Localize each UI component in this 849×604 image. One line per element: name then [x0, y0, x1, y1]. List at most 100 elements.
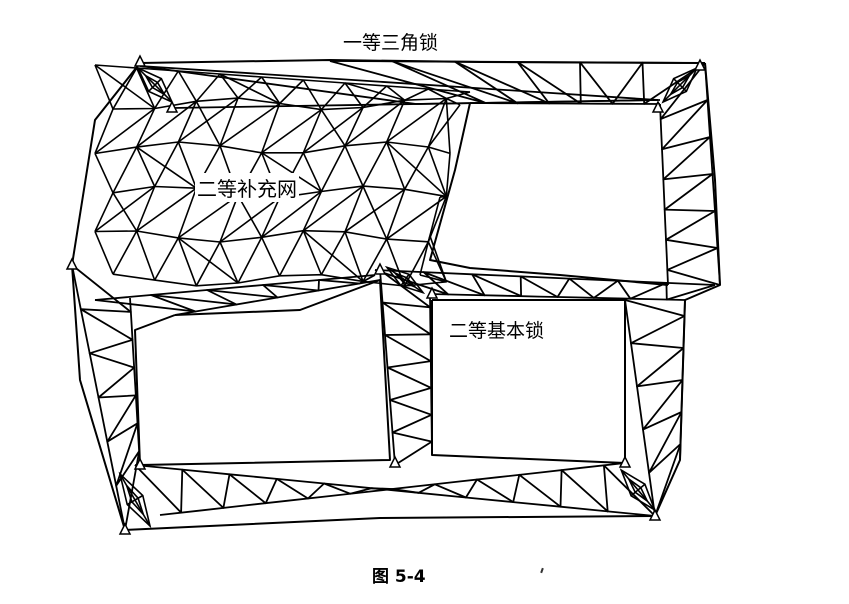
- mesh-edge: [177, 187, 198, 239]
- mesh-edge: [302, 230, 364, 282]
- mesh-edge: [386, 85, 406, 101]
- mesh-edge: [237, 76, 263, 99]
- mesh-edge: [344, 99, 406, 147]
- mesh-edge: [320, 82, 346, 111]
- mesh-edge: [112, 192, 138, 232]
- mesh-edge: [237, 195, 263, 238]
- mesh-edge: [302, 152, 323, 192]
- bottom-chain-rail-a: [134, 464, 656, 517]
- mesh-edge: [153, 237, 180, 281]
- mesh-edge: [94, 153, 114, 194]
- mesh-edge: [302, 79, 323, 111]
- mesh-edge: [427, 196, 441, 242]
- mesh-edge: [136, 100, 197, 148]
- baseline-se: [619, 468, 657, 512]
- bottom-chain-zigzag: [134, 464, 656, 517]
- mesh-edge: [386, 141, 447, 198]
- baseline-sw-outline: [118, 471, 152, 529]
- mesh-edge: [94, 192, 114, 232]
- mesh-edge: [219, 241, 239, 284]
- pt-ne: [693, 58, 707, 71]
- right-chain-rail-b: [659, 103, 669, 286]
- mesh-edge: [136, 146, 197, 189]
- mesh-edge: [177, 97, 239, 143]
- mesh-edge: [219, 195, 239, 243]
- mesh-edge: [135, 146, 156, 187]
- mesh-edge: [94, 108, 114, 154]
- baseline-sw-diagonal: [126, 494, 144, 506]
- mesh-edge: [261, 76, 281, 104]
- mesh-edge: [177, 70, 198, 102]
- mesh-edge: [344, 82, 405, 102]
- baseline-sw: [118, 471, 152, 529]
- middle-chain-west-rail-a: [94, 274, 376, 301]
- mesh-edge: [177, 237, 198, 287]
- mesh-edge: [153, 141, 180, 187]
- second-order-basic-chain-label: 二等基本锁: [449, 320, 545, 342]
- mesh-edge: [302, 185, 364, 232]
- mesh-edge: [404, 88, 429, 101]
- mesh-edge: [446, 91, 471, 100]
- right-lower-chain-rail-a: [624, 299, 656, 517]
- middle-chain-west-zigzag: [94, 274, 376, 313]
- pt-center2: [425, 286, 439, 299]
- top-chain-east-rail-b: [469, 102, 661, 105]
- mesh-edge: [279, 79, 304, 105]
- mesh-edge: [136, 187, 197, 232]
- control-point-markers: [65, 54, 707, 535]
- mesh-edge: [135, 67, 156, 109]
- mesh-edge: [195, 241, 221, 287]
- mesh-edge: [219, 97, 239, 147]
- middle-chain-east-rail-a: [374, 269, 716, 286]
- baseline-nw-diagonal: [148, 78, 162, 92]
- mesh-edge: [261, 190, 322, 238]
- mesh-edge: [94, 185, 156, 233]
- mesh-edge: [135, 108, 156, 148]
- mesh-edge: [386, 195, 447, 240]
- mesh-edge: [427, 88, 447, 100]
- mesh-edge: [237, 236, 263, 284]
- mesh-edge: [320, 109, 346, 147]
- mesh-edge: [427, 104, 461, 148]
- mesh-edge: [112, 230, 138, 275]
- outer-bottom: [124, 515, 656, 531]
- mesh-edge: [177, 101, 198, 143]
- mesh-edge: [177, 194, 239, 239]
- mesh-edge: [427, 196, 448, 243]
- mesh-edge: [344, 145, 364, 187]
- right-lower-chain-zigzag: [624, 299, 686, 517]
- right-chain-zigzag: [659, 62, 721, 286]
- baseline-se-diagonal: [630, 483, 646, 497]
- left-chain-zigzag: [71, 264, 141, 531]
- mesh-edge: [260, 236, 281, 277]
- mesh-row: [112, 97, 461, 111]
- mesh-edge: [344, 107, 364, 147]
- pt-se: [618, 455, 632, 468]
- mesh-edge: [112, 146, 138, 194]
- baseline-center: [384, 265, 426, 295]
- mesh-edge: [94, 107, 156, 155]
- mesh-edge: [362, 141, 388, 187]
- baseline-nw: [136, 66, 174, 104]
- middle-chain-east-zigzag: [374, 269, 716, 301]
- mesh-edge: [429, 235, 448, 283]
- mesh-edge: [385, 99, 406, 143]
- baseline-nw-inner: [143, 73, 167, 97]
- left-chain-rail-b: [129, 297, 141, 466]
- mesh-edge: [261, 152, 322, 193]
- outer-right: [654, 62, 721, 517]
- baseline-sw-inner: [125, 485, 145, 515]
- mesh-edge: [427, 98, 448, 148]
- figure-caption: 图 5-4: [372, 567, 426, 587]
- mesh-edge: [320, 231, 346, 276]
- mesh-row: [112, 185, 448, 199]
- baseline-ne-inner: [668, 73, 692, 97]
- mesh-edge: [362, 85, 388, 109]
- mesh-edge: [260, 197, 281, 238]
- mesh-edge: [385, 189, 406, 240]
- pt-sw2: [118, 522, 132, 535]
- baseline-ne-diagonal: [673, 78, 687, 92]
- mesh-edge: [177, 141, 198, 189]
- mesh-edge: [112, 67, 138, 110]
